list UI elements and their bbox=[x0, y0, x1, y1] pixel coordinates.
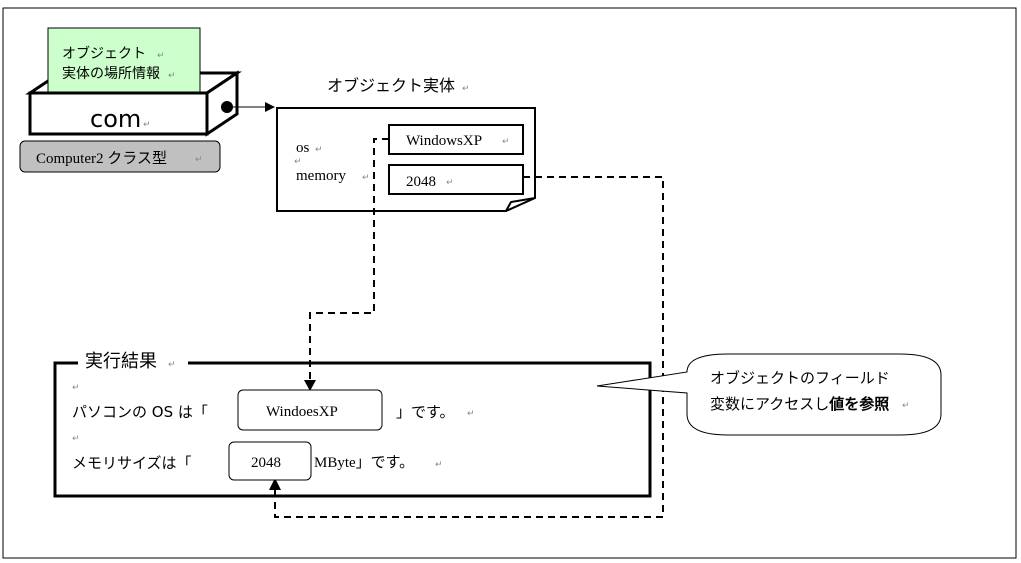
object-entity-shape bbox=[276, 107, 536, 212]
return-mark: ↵ bbox=[72, 383, 80, 393]
note-card-line2: 実体の場所情報 bbox=[62, 66, 160, 82]
return-mark: ↵ bbox=[168, 360, 176, 370]
callout-line2-normal: 変数にアクセスし bbox=[710, 395, 829, 413]
field-memory-name: memory bbox=[296, 168, 346, 184]
object-entity-title: オブジェクト実体 bbox=[327, 76, 455, 95]
note-card-line1: オブジェクト bbox=[62, 45, 146, 62]
result-panel-title: 実行結果 bbox=[85, 351, 157, 372]
type-label: Computer2 クラス型 bbox=[36, 150, 167, 167]
result-panel-border bbox=[53, 361, 652, 498]
result-os-value: WindoesXP bbox=[266, 404, 338, 420]
callout-line1: オブジェクトのフィールド bbox=[710, 369, 890, 387]
return-mark: ↵ bbox=[446, 178, 454, 188]
field-os-value: WindowsXP bbox=[406, 133, 482, 149]
return-mark: ↵ bbox=[902, 401, 910, 411]
callout-bubble bbox=[596, 353, 942, 436]
memory-connector-arrowhead bbox=[269, 478, 281, 490]
result-line2-prefix: メモリサイズは「 bbox=[72, 454, 192, 472]
type-label-box bbox=[19, 140, 221, 173]
return-mark: ↵ bbox=[315, 145, 323, 155]
reference-dot bbox=[221, 101, 233, 113]
return-mark: ↵ bbox=[143, 120, 151, 130]
result-panel: 実行結果 パソコンの OS は「 WindoesXP 」です。 メモリサイズは「… bbox=[53, 351, 652, 498]
return-mark: ↵ bbox=[195, 155, 203, 165]
field-memory-value: 2048 bbox=[406, 174, 436, 190]
result-line1-prefix: パソコンの OS は「 bbox=[72, 403, 208, 421]
variable-name: com bbox=[90, 105, 141, 133]
os-connector-arrowhead bbox=[304, 380, 316, 391]
return-mark: ↵ bbox=[462, 84, 470, 94]
result-memory-value-box bbox=[228, 441, 312, 481]
return-mark: ↵ bbox=[72, 434, 80, 444]
return-mark: ↵ bbox=[168, 71, 176, 81]
return-mark: ↵ bbox=[435, 460, 443, 470]
result-os-value-box bbox=[237, 389, 383, 431]
return-mark: ↵ bbox=[294, 157, 302, 167]
field-os-name: os bbox=[296, 140, 310, 156]
callout-line2: 変数にアクセスし値を参照 bbox=[710, 395, 889, 413]
os-dashed-connector bbox=[309, 138, 389, 382]
callout-line2-bold: 値を参照 bbox=[828, 395, 889, 413]
result-line2-suffix: MByte」です。 bbox=[314, 454, 414, 471]
note-card: オブジェクト 実体の場所情報 bbox=[47, 27, 201, 93]
object-entity-fold bbox=[505, 197, 536, 212]
return-mark: ↵ bbox=[157, 51, 165, 61]
variable-box-front bbox=[28, 91, 209, 136]
return-mark: ↵ bbox=[502, 137, 510, 147]
memory-dashed-connector bbox=[274, 176, 664, 518]
return-mark: ↵ bbox=[362, 173, 370, 183]
result-memory-value: 2048 bbox=[251, 455, 281, 471]
return-mark: ↵ bbox=[467, 409, 475, 419]
result-line1-suffix: 」です。 bbox=[396, 403, 455, 421]
field-memory-value-box bbox=[388, 164, 524, 195]
